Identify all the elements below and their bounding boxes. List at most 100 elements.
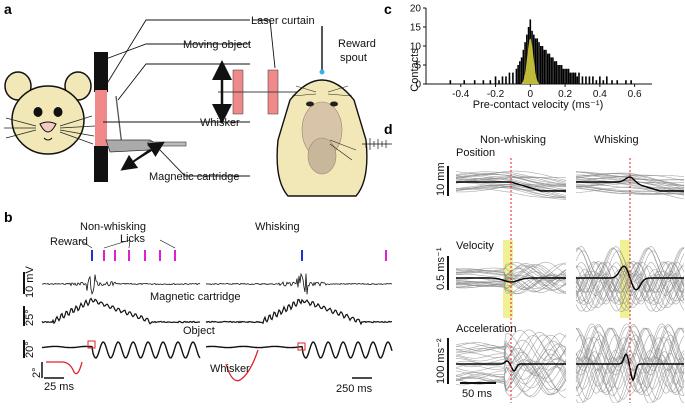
histogram-bar bbox=[546, 53, 549, 84]
sample-trace bbox=[575, 365, 685, 403]
histogram-bar bbox=[545, 49, 547, 84]
sample-trace bbox=[455, 187, 567, 198]
mouse-face-icon bbox=[4, 71, 96, 155]
histogram-bar bbox=[536, 38, 539, 84]
sample-trace bbox=[575, 350, 685, 387]
whisker-trace bbox=[205, 341, 393, 359]
histogram-bar bbox=[552, 57, 554, 84]
histogram-bar bbox=[505, 76, 507, 84]
label-acceleration: Acceleration bbox=[456, 323, 517, 335]
sample-trace bbox=[575, 187, 685, 195]
sample-trace bbox=[455, 275, 567, 290]
histogram-bar bbox=[606, 76, 608, 84]
histogram-bar bbox=[498, 80, 500, 84]
x-tick-label: 0.2 bbox=[558, 89, 572, 100]
scale-20deg: 20° bbox=[24, 341, 36, 358]
label-non-whisking: Non-whisking bbox=[80, 221, 146, 233]
lick-markers bbox=[79, 239, 387, 261]
object-trace bbox=[41, 297, 201, 325]
sample-trace bbox=[455, 276, 567, 291]
histogram-bar bbox=[512, 72, 514, 84]
reward-leader bbox=[79, 239, 93, 249]
licks-leader bbox=[159, 239, 176, 249]
scale-25deg: 25° bbox=[24, 309, 36, 326]
x-tick-label: 0.4 bbox=[593, 89, 607, 100]
sample-trace bbox=[455, 178, 566, 191]
sample-trace bbox=[455, 184, 567, 198]
x-tick-label: 0 bbox=[528, 89, 534, 100]
histogram-bar bbox=[515, 68, 518, 84]
sample-trace bbox=[575, 173, 685, 187]
sample-trace bbox=[455, 364, 567, 396]
histogram-bar bbox=[572, 72, 575, 84]
histogram-bar bbox=[473, 80, 476, 84]
chart-xlabel: Pre-contact velocity (ms⁻¹) bbox=[473, 99, 604, 111]
scale-10mv: 10 mV bbox=[24, 266, 36, 298]
histogram-bar bbox=[553, 61, 556, 84]
label-col-whisking: Whisking bbox=[594, 134, 639, 146]
label-laser-curtain: Laser curtain bbox=[251, 15, 315, 27]
histogram-bar bbox=[585, 76, 587, 84]
motion-arrow-icon bbox=[120, 141, 165, 171]
histogram-bar bbox=[520, 57, 523, 84]
histogram-bar bbox=[562, 68, 565, 84]
magnetic-cartridge-icon bbox=[105, 139, 187, 153]
scale-velocity: 0.5 ms⁻¹ bbox=[435, 247, 447, 290]
sample-trace bbox=[575, 356, 685, 394]
sample-trace bbox=[455, 175, 567, 187]
y-tick-label: 20 bbox=[410, 4, 422, 15]
histogram-bar bbox=[524, 42, 526, 84]
object-trace bbox=[205, 298, 393, 326]
histogram-bar bbox=[616, 80, 619, 84]
histogram-bar bbox=[625, 80, 627, 84]
mean-trace bbox=[576, 176, 684, 192]
sample-trace bbox=[576, 171, 684, 181]
histogram-bar bbox=[567, 68, 570, 84]
label-spout: spout bbox=[340, 52, 367, 64]
label-whisker-b: Whisker bbox=[210, 363, 250, 375]
histogram-bar bbox=[578, 72, 580, 84]
histogram-bar bbox=[449, 80, 452, 84]
panel-d-traces bbox=[455, 158, 685, 404]
label-magnetic-cartridge: Magnetic cartridge bbox=[149, 171, 240, 183]
sample-trace bbox=[575, 281, 685, 313]
histogram-bar bbox=[560, 65, 563, 84]
panel-label-a: a bbox=[4, 1, 12, 17]
y-tick-label: 10 bbox=[410, 42, 422, 53]
x-tick-label: 0.6 bbox=[628, 89, 642, 100]
histogram-bar bbox=[519, 61, 521, 84]
label-magnetic-cartridge-b: Magnetic cartridge bbox=[150, 291, 241, 303]
sample-trace bbox=[575, 331, 685, 368]
cartridge-trace bbox=[205, 272, 393, 295]
histogram-bar bbox=[581, 76, 584, 84]
inset-trace bbox=[225, 349, 259, 382]
sample-trace bbox=[575, 336, 685, 374]
histogram-bar bbox=[599, 76, 601, 84]
mouse-body-icon bbox=[276, 26, 392, 197]
histogram-bar bbox=[557, 65, 559, 84]
highlight-region bbox=[521, 38, 539, 84]
sample-trace bbox=[455, 357, 567, 389]
y-tick-label: 5 bbox=[415, 61, 421, 72]
histogram-bar bbox=[592, 76, 594, 84]
label-position: Position bbox=[456, 147, 495, 159]
histogram-bar bbox=[566, 68, 568, 84]
histogram-bar bbox=[588, 76, 591, 84]
pole-bottom bbox=[94, 146, 108, 182]
histogram-bar bbox=[538, 42, 540, 84]
sample-trace bbox=[455, 176, 567, 183]
histogram-bar bbox=[534, 38, 537, 84]
scale-250ms: 250 ms bbox=[336, 383, 373, 395]
histogram-bar bbox=[482, 80, 485, 84]
label-reward-b: Reward bbox=[50, 236, 88, 248]
x-tick-label: -0.2 bbox=[487, 89, 505, 100]
cartridge-trace bbox=[41, 274, 201, 296]
label-col-non-whisking: Non-whisking bbox=[480, 134, 546, 146]
label-whisking: Whisking bbox=[255, 221, 300, 233]
sample-trace bbox=[455, 339, 567, 371]
sample-trace bbox=[456, 264, 567, 279]
shade-band bbox=[620, 240, 630, 318]
label-object: Object bbox=[183, 325, 215, 337]
